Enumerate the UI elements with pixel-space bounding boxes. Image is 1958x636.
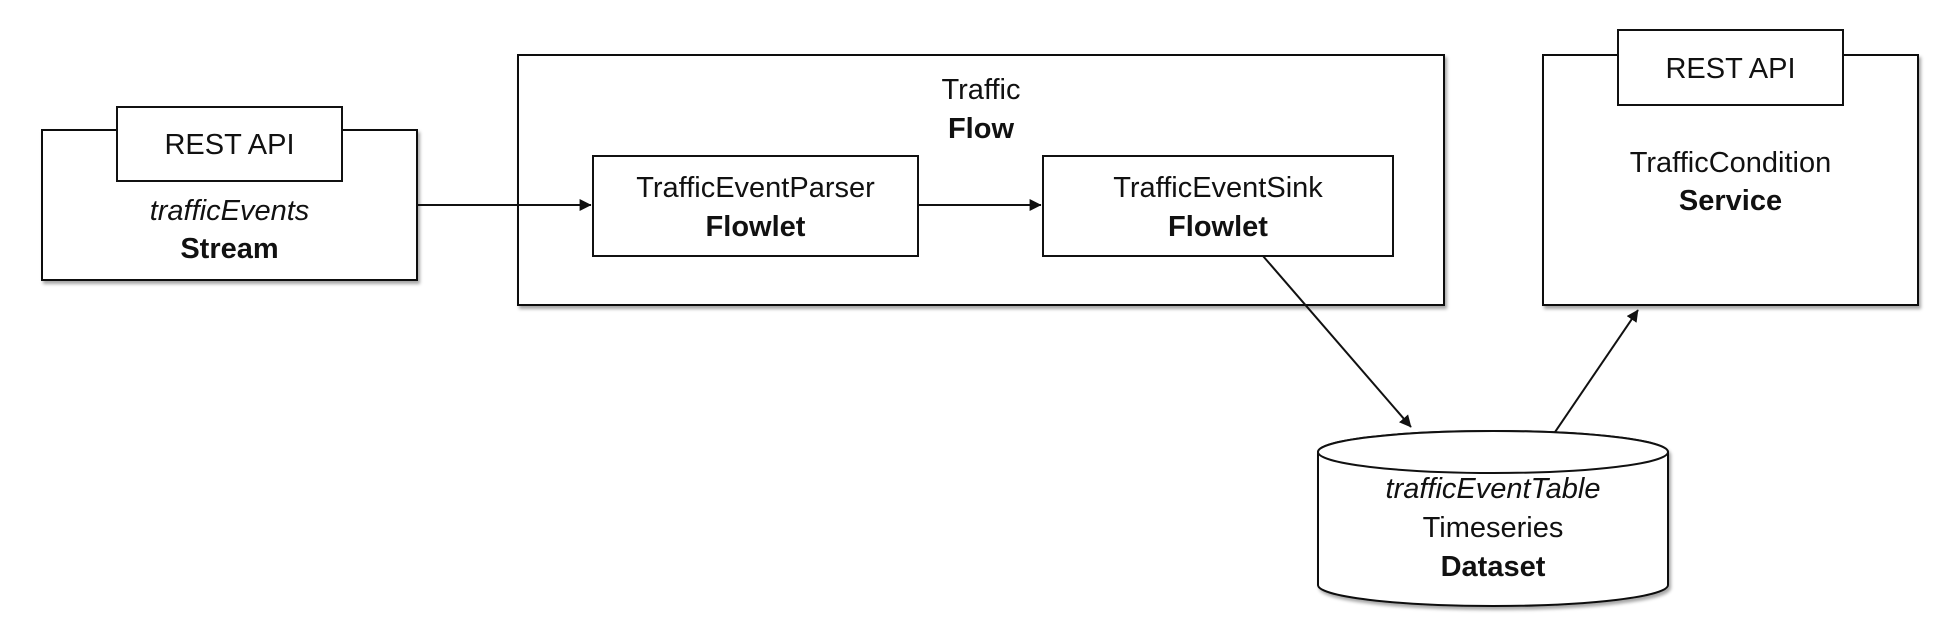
dataset-node[interactable]: trafficEventTable Timeseries Dataset: [1317, 430, 1669, 607]
flowlet-parser-name: TrafficEventParser: [636, 172, 875, 204]
flowlet-parser-type: Flowlet: [706, 211, 806, 243]
service-node[interactable]: REST API TrafficCondition Service: [1542, 29, 1919, 306]
dataset-type: Dataset: [1441, 551, 1546, 583]
arrow-sink-to-dataset: [1262, 255, 1412, 428]
stream-rest-api-tab[interactable]: REST API: [116, 106, 343, 182]
flowlet-sink-type: Flowlet: [1168, 211, 1268, 243]
flowlet-sink-name: TrafficEventSink: [1113, 172, 1323, 204]
service-rest-api-tab[interactable]: REST API: [1617, 29, 1844, 106]
flowlet-traffic-event-parser[interactable]: TrafficEventParser Flowlet: [592, 155, 919, 257]
service-name: TrafficCondition: [1630, 147, 1832, 179]
flowlet-traffic-event-sink[interactable]: TrafficEventSink Flowlet: [1042, 155, 1394, 257]
flow-node[interactable]: Traffic Flow TrafficEventParser Flowlet …: [517, 54, 1445, 306]
service-rest-api-label: REST API: [1665, 53, 1795, 85]
stream-name: trafficEvents: [150, 195, 310, 227]
dataset-kind: Timeseries: [1423, 512, 1564, 544]
stream-rest-api-label: REST API: [164, 129, 294, 161]
stream-type: Stream: [180, 233, 278, 265]
flow-name: Traffic: [942, 74, 1021, 106]
stream-node[interactable]: REST API trafficEvents Stream: [41, 106, 418, 281]
service-type: Service: [1679, 185, 1782, 217]
dataset-name: trafficEventTable: [1386, 473, 1601, 505]
flow-type: Flow: [948, 113, 1014, 145]
arrow-dataset-to-service: [1554, 309, 1639, 433]
